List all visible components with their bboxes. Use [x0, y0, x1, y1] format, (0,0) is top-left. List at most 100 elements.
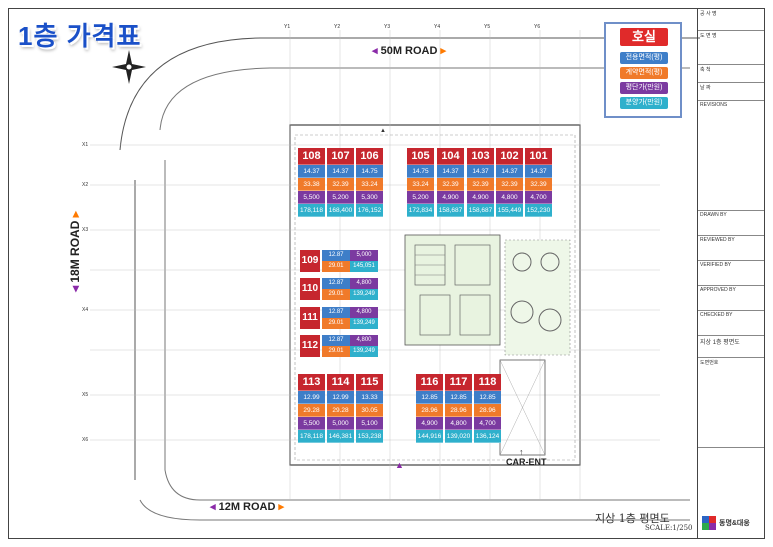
title-block-row: REVISIONS [698, 101, 764, 211]
unit-contract-area: 29.01 [322, 346, 350, 357]
unit-card[interactable]: 107 14.37 32.39 5,200 168,400 [327, 148, 354, 217]
axis-tag: X1 [82, 142, 89, 148]
unit-price-per-pyeong: 4,800 [496, 191, 523, 204]
unit-contract-area: 32.39 [496, 178, 523, 191]
axis-tag: Y1 [284, 24, 291, 30]
axis-tag: X2 [82, 182, 89, 188]
unit-card[interactable]: 102 14.37 32.39 4,800 155,449 [496, 148, 523, 217]
left-arrow-icon: ◂ [372, 45, 378, 57]
unit-sale-price: 139,249 [350, 289, 378, 300]
unit-contract-area: 33.24 [356, 178, 383, 191]
unit-sale-price: 178,118 [298, 204, 325, 217]
road-bottom-label: ◂ 12M ROAD ▸ [210, 500, 284, 513]
title-block-row: DRAWN BY [698, 211, 764, 236]
legend-item-contract: 계약면적(평) [620, 67, 668, 79]
unit-area: 14.37 [298, 165, 325, 178]
unit-price-per-pyeong: 4,700 [474, 417, 501, 430]
svg-text:▲: ▲ [380, 128, 386, 134]
unit-card[interactable]: 108 14.37 33.38 5,500 178,118 [298, 148, 325, 217]
drawing-title: 지상 1층 평면도 [595, 512, 670, 525]
unit-contract-area: 32.39 [327, 178, 354, 191]
unit-number: 118 [474, 374, 501, 391]
unit-number: 111 [300, 307, 320, 329]
unit-sale-price: 178,118 [298, 430, 325, 443]
legend-title: 호실 [620, 28, 668, 46]
unit-area: 12.87 [322, 278, 350, 289]
unit-number: 106 [356, 148, 383, 165]
unit-contract-area: 29.01 [322, 261, 350, 272]
unit-price-per-pyeong: 4,900 [467, 191, 494, 204]
unit-card[interactable]: 117 12.85 28.96 4,800 139,020 [445, 374, 472, 443]
unit-price-per-pyeong: 4,800 [350, 335, 378, 346]
unit-card[interactable]: 101 14.37 32.39 4,700 152,230 [525, 148, 552, 217]
unit-sale-price: 158,687 [437, 204, 464, 217]
unit-contract-area: 29.01 [322, 289, 350, 300]
title-block-row: 도면번호 [698, 358, 764, 448]
unit-card[interactable]: 105 14.75 33.24 5,200 172,834 [407, 148, 434, 217]
unit-number: 105 [407, 148, 434, 165]
unit-card[interactable]: 115 13.33 30.05 5,100 153,238 [356, 374, 383, 443]
unit-area: 12.87 [322, 307, 350, 318]
unit-sale-price: 139,249 [350, 346, 378, 357]
svg-text:▲: ▲ [395, 460, 404, 470]
unit-card[interactable]: 104 14.37 32.39 4,900 158,687 [437, 148, 464, 217]
title-block-row: 날 짜 [698, 83, 764, 101]
unit-area: 12.87 [322, 335, 350, 346]
unit-area: 14.37 [437, 165, 464, 178]
unit-card[interactable]: 109 12.87 29.01 5,000 145,051 [300, 250, 378, 272]
unit-sale-price: 139,249 [350, 318, 378, 329]
unit-sale-price: 168,400 [327, 204, 354, 217]
unit-card[interactable]: 103 14.37 32.39 4,900 158,687 [467, 148, 494, 217]
unit-contract-area: 32.39 [525, 178, 552, 191]
unit-card[interactable]: 114 12.99 29.28 5,000 146,381 [327, 374, 354, 443]
unit-card[interactable]: 113 12.99 29.28 5,500 178,118 [298, 374, 325, 443]
unit-card[interactable]: 110 12.87 29.01 4,800 139,249 [300, 278, 378, 300]
unit-sale-price: 172,834 [407, 204, 434, 217]
unit-number: 101 [525, 148, 552, 165]
unit-contract-area: 32.39 [467, 178, 494, 191]
axis-tag: Y4 [434, 24, 441, 30]
unit-number: 115 [356, 374, 383, 391]
unit-sale-price: 152,230 [525, 204, 552, 217]
unit-sale-price: 136,124 [474, 430, 501, 443]
unit-number: 108 [298, 148, 325, 165]
unit-card[interactable]: 116 12.85 28.96 4,900 144,916 [416, 374, 443, 443]
unit-price-per-pyeong: 5,100 [356, 417, 383, 430]
unit-price-per-pyeong: 5,200 [407, 191, 434, 204]
unit-sale-price: 144,916 [416, 430, 443, 443]
unit-card[interactable]: 111 12.87 29.01 4,800 139,249 [300, 307, 378, 329]
road-left-text: 18M ROAD [68, 220, 82, 283]
unit-sale-price: 145,051 [350, 261, 378, 272]
unit-card[interactable]: 112 12.87 29.01 4,800 139,249 [300, 335, 378, 357]
unit-sale-price: 146,381 [327, 430, 354, 443]
firm-name: 동명&대웅 [719, 520, 750, 527]
unit-area: 13.33 [356, 391, 383, 404]
unit-area: 14.75 [407, 165, 434, 178]
axis-tag: Y6 [534, 24, 541, 30]
unit-contract-area: 29.28 [298, 404, 325, 417]
unit-contract-area: 32.39 [437, 178, 464, 191]
unit-sale-price: 155,449 [496, 204, 523, 217]
title-block-row: 도 면 명 [698, 31, 764, 65]
axis-tag: Y3 [384, 24, 391, 30]
unit-contract-area: 28.96 [445, 404, 472, 417]
legend-item-price: 분양가(만원) [620, 97, 668, 109]
unit-area: 12.85 [445, 391, 472, 404]
road-left-label: ◂ 18M ROAD ▸ [68, 182, 82, 292]
title-block-row: 지상 1층 평면도 [698, 336, 764, 358]
unit-sale-price: 139,020 [445, 430, 472, 443]
unit-number: 117 [445, 374, 472, 391]
road-bottom-text: 12M ROAD [218, 501, 276, 513]
unit-number: 109 [300, 250, 320, 272]
unit-price-per-pyeong: 4,900 [416, 417, 443, 430]
unit-sale-price: 176,152 [356, 204, 383, 217]
axis-tag: Y2 [334, 24, 341, 30]
unit-price-per-pyeong: 5,000 [327, 417, 354, 430]
axis-tag: X3 [82, 227, 89, 233]
unit-card[interactable]: 118 12.85 28.96 4,700 136,124 [474, 374, 501, 443]
unit-contract-area: 33.38 [298, 178, 325, 191]
unit-card[interactable]: 106 14.75 33.24 5,300 176,152 [356, 148, 383, 217]
unit-contract-area: 29.01 [322, 318, 350, 329]
unit-price-per-pyeong: 5,500 [298, 191, 325, 204]
